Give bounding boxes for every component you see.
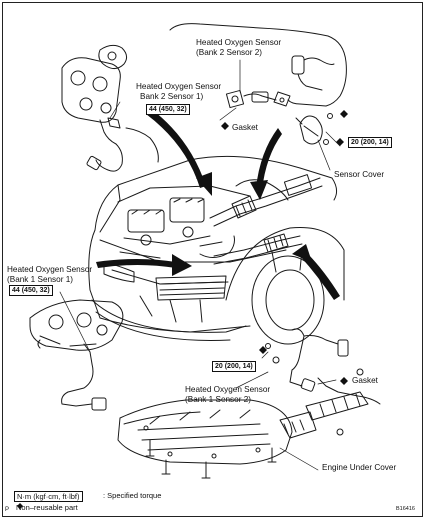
engine-under-cover [117,399,293,479]
leader-lines [59,59,341,471]
torque-mid-right: 20 (200, 14) [212,361,256,372]
torque-b2s1: 44 (450, 32) [146,104,190,115]
b1s1-sensor-assembly [29,299,124,411]
label-ho2-bank1-sensor1-line1: Heated Oxygen Sensor [7,265,93,274]
curved-arrows [96,108,340,300]
figure-frame [2,2,423,517]
vehicle-body [88,155,345,345]
legend-torque-desc: : Specified torque [103,491,162,500]
label-ho2-bank2-sensor1-line1: Heated Oxygen Sensor [136,82,222,91]
legend-torque-unit-text: N·m (kgf·cm, ft·lbf) [17,492,80,501]
diamond-markers [17,110,348,509]
label-ho2-bank1-sensor1: Heated Oxygen Sensor (Bank 1 Sensor 1) [7,265,92,284]
label-ho2-bank1-sensor2-line1: Heated Oxygen Sensor [185,385,271,394]
engine-bay [117,174,323,265]
label-ho2-bank1-sensor2: Heated Oxygen Sensor (Bank 1 Sensor 2) [185,385,270,404]
torque-top-right: 20 (200, 14) [348,137,392,148]
label-ho2-bank2-sensor2-line2: (Bank 2 Sensor 2) [196,47,262,57]
label-ho2-bank2-sensor1-line2: Bank 2 Sensor 1) [140,91,204,101]
label-ho2-bank1-sensor2-line2: (Bank 1 Sensor 2) [185,394,251,404]
label-engine-under-cover: Engine Under Cover [322,463,397,472]
torque-b1s1: 44 (450, 32) [9,285,53,296]
legend-nonreusable: Non–reusable part [14,503,78,512]
label-ho2-bank2-sensor2-line1: Heated Oxygen Sensor [196,38,282,47]
label-sensor-cover: Sensor Cover [334,170,385,179]
b2s1-sensor-assembly [61,44,159,172]
label-ho2-bank2-sensor1: Heated Oxygen Sensor Bank 2 Sensor 1) [136,82,221,101]
b1s2-sensor-assembly [265,328,381,439]
label-ho2-bank1-sensor1-line2: (Bank 1 Sensor 1) [7,274,73,284]
label-gasket-top: Gasket [232,123,258,132]
legend-nonreusable-text: Non–reusable part [16,503,78,512]
b2s2-sensor-assembly [169,23,347,145]
label-gasket-right: Gasket [352,376,378,385]
figure-id: B16416 [396,506,415,512]
legend-torque-unit: N·m (kgf·cm, ft·lbf) [14,491,83,502]
corner-letter: P [5,507,10,513]
label-ho2-bank2-sensor2: Heated Oxygen Sensor (Bank 2 Sensor 2) [196,38,281,57]
